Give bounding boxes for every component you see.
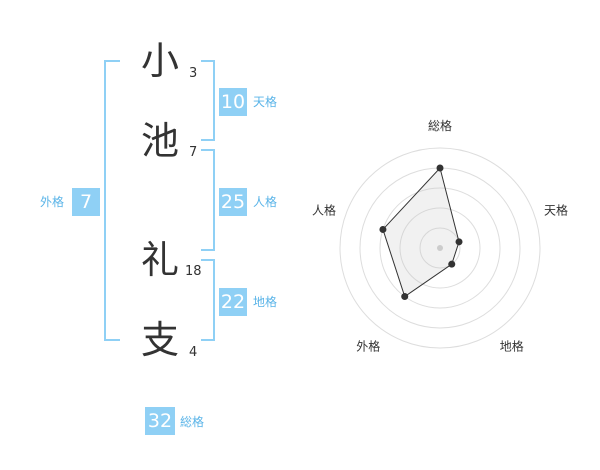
radar-area [382, 166, 460, 298]
radar-points [379, 164, 463, 301]
radar-point-3 [401, 293, 409, 301]
radar-axis-label-4: 人格 [312, 202, 336, 217]
chikaku-bracket [201, 259, 215, 341]
gaikaku-label: 外格 [40, 195, 65, 209]
radar-point-4 [379, 225, 387, 233]
radar-ring-5 [339, 147, 541, 349]
name-char-3: 礼 [141, 238, 180, 282]
radar-point-0 [436, 164, 444, 172]
tenkaku-value: 10 [219, 88, 247, 116]
chikaku-value: 22 [219, 288, 247, 316]
jinkaku-value: 25 [219, 188, 247, 216]
radar-axis-label-2: 地格 [500, 339, 524, 354]
radar-point-1 [455, 238, 463, 246]
name-char-4: 支 [141, 318, 180, 362]
jinkaku-bracket [201, 149, 215, 251]
tenkaku-label: 天格 [253, 95, 278, 109]
radar-rings [339, 147, 541, 349]
tenkaku-bracket [201, 60, 215, 141]
soukaku-value: 32 [145, 407, 175, 435]
radar-point-2 [448, 260, 456, 268]
stroke-count-3: 18 [185, 264, 202, 279]
radar-axis-label-1: 天格 [544, 202, 568, 217]
radar-ring-2 [399, 207, 481, 289]
radar-ring-1 [419, 227, 461, 269]
stroke-count-1: 3 [189, 66, 198, 81]
gaikaku-bracket [104, 60, 120, 341]
name-char-2: 池 [141, 119, 180, 163]
stroke-count-4: 4 [189, 345, 198, 360]
radar-ring-3 [379, 187, 501, 309]
jinkaku-label: 人格 [253, 195, 278, 209]
stroke-count-2: 7 [189, 145, 198, 160]
chikaku-label: 地格 [253, 295, 278, 309]
name-char-1: 小 [141, 39, 180, 83]
radar-center-dot [437, 245, 443, 251]
radar-axis-label-3: 外格 [356, 339, 380, 354]
soukaku-label: 総格 [180, 415, 205, 429]
radar-axis-label-0: 総格 [428, 118, 452, 133]
gaikaku-value: 7 [72, 188, 100, 216]
